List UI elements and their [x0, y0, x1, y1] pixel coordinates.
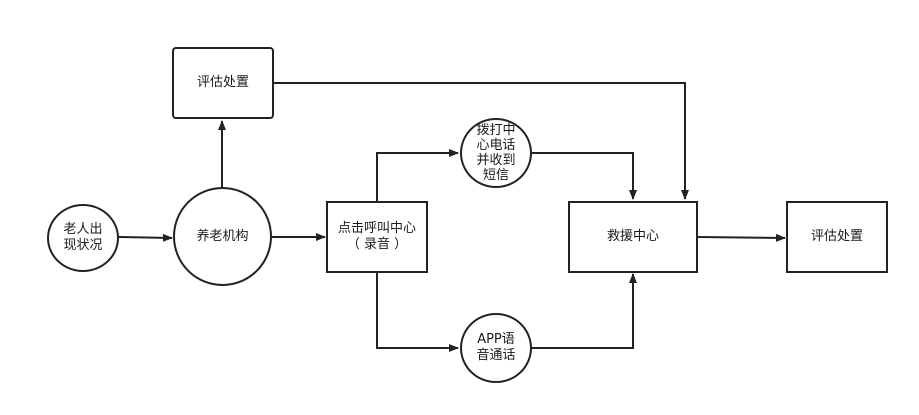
node-assess-right: 评估处置	[786, 201, 888, 273]
node-dial-center-label: 拨打中 心电话 并收到 短信	[476, 123, 516, 183]
node-institution-label: 养老机构	[196, 228, 249, 244]
node-assess-right-label: 评估处置	[810, 229, 863, 244]
edge-elder-to-institution	[117, 233, 173, 242]
edge-rescue-to-assess	[697, 233, 786, 242]
node-institution: 养老机构	[173, 187, 272, 286]
node-elder: 老人出 现状况	[47, 204, 119, 272]
node-rescue-center: 救援中心	[568, 201, 698, 273]
node-elder-label: 老人出 现状况	[63, 222, 103, 253]
edge-assess-to-rescue	[274, 82, 689, 200]
node-app-voice-label: APP语 音通话	[476, 332, 516, 363]
edge-call-to-dial	[376, 149, 459, 201]
node-assess-top: 评估处置	[172, 47, 274, 119]
node-assess-top-label: 评估处置	[196, 75, 249, 90]
edge-dial-to-rescue	[531, 152, 637, 200]
edge-call-to-app	[376, 272, 459, 352]
node-rescue-center-label: 救援中心	[606, 229, 659, 244]
edge-app-to-rescue	[531, 273, 637, 349]
node-click-call: 点击呼叫中心 （ 录音 ）	[326, 201, 428, 273]
node-dial-center: 拨打中 心电话 并收到 短信	[460, 118, 532, 188]
node-click-call-label: 点击呼叫中心 （ 录音 ）	[337, 221, 416, 252]
node-app-voice: APP语 音通话	[460, 313, 532, 383]
